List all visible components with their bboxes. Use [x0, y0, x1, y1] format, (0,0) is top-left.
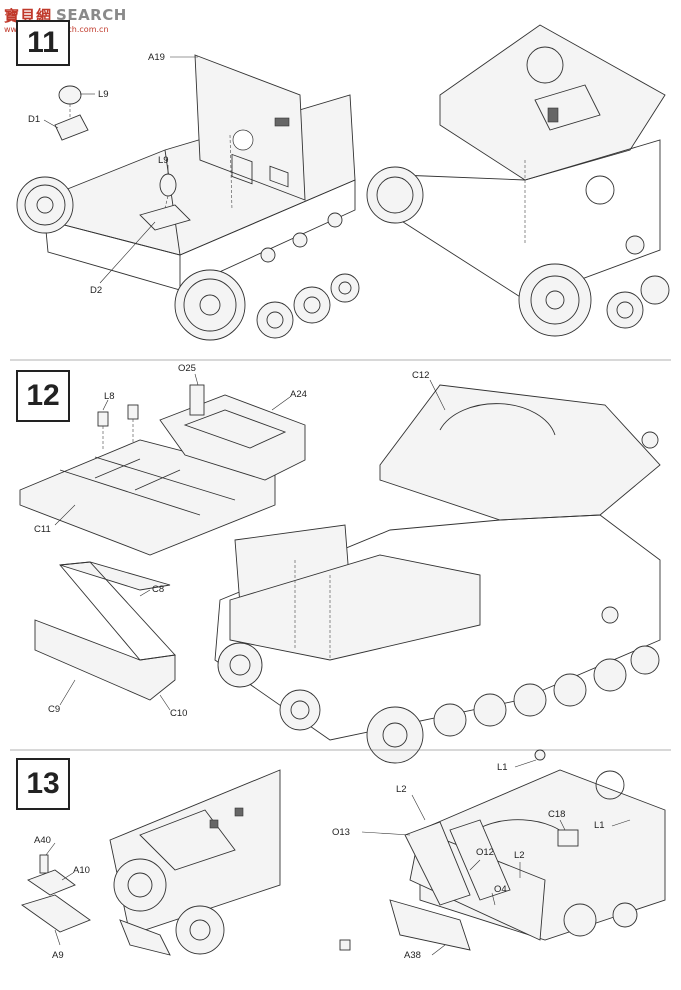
watermark-title: SEARCH [56, 6, 127, 24]
label-L1-top: L1 [497, 762, 508, 773]
label-L1-right: L1 [594, 820, 605, 831]
label-L9-top: L9 [98, 89, 109, 100]
step-13-number: 13 [16, 758, 70, 810]
label-A9: A9 [52, 950, 64, 961]
step-13-right-assembly [339, 749, 666, 956]
label-L2-lower: L2 [514, 850, 525, 861]
label-D2: D2 [90, 285, 102, 296]
label-C8: C8 [152, 584, 164, 595]
label-O25: O25 [178, 363, 196, 374]
label-C9: C9 [48, 704, 60, 715]
label-A10: A10 [73, 865, 90, 876]
label-D1: D1 [28, 114, 40, 125]
label-A24: A24 [290, 389, 307, 400]
step-13-left-parts [20, 842, 91, 946]
step-13-left-assembly [109, 769, 281, 956]
label-L9-lower: L9 [158, 155, 169, 166]
step-11-right-assembly [366, 24, 670, 337]
watermark: 寶貝網 SEARCH [4, 4, 127, 26]
step-12-assembly [214, 379, 661, 764]
label-C18: C18 [548, 809, 565, 820]
label-A38: A38 [404, 950, 421, 961]
label-O13: O13 [332, 827, 350, 838]
label-A40: A40 [34, 835, 51, 846]
label-C10: C10 [170, 708, 187, 719]
label-O12: O12 [476, 847, 494, 858]
step-11-number: 11 [16, 20, 70, 66]
label-O4: O4 [494, 884, 507, 895]
step-12-number: 12 [16, 370, 70, 422]
label-A19: A19 [148, 52, 165, 63]
step-12-parts [19, 373, 306, 711]
step-11-left-assembly [16, 54, 360, 341]
label-L2-top: L2 [396, 784, 407, 795]
label-L8: L8 [104, 391, 115, 402]
label-C11: C11 [34, 524, 51, 535]
label-C12: C12 [412, 370, 429, 381]
